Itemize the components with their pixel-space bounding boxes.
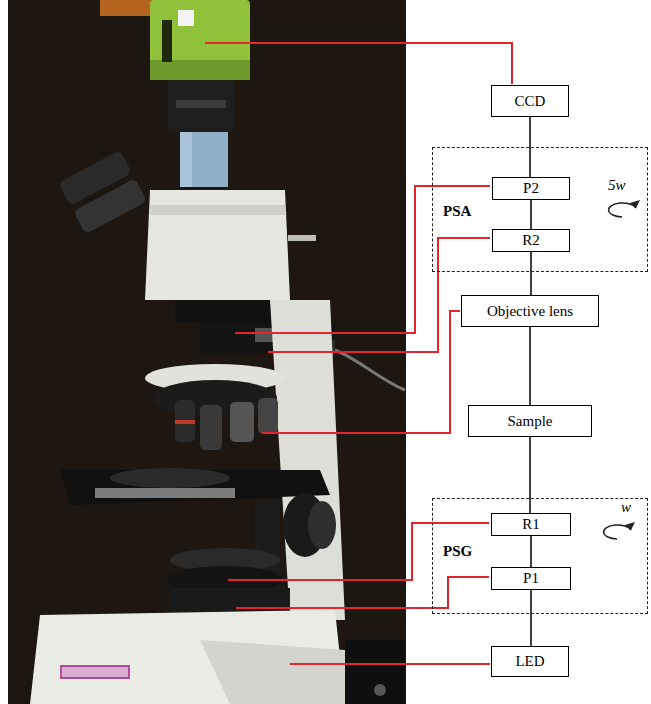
rotation-speed-label: 5w: [608, 177, 626, 194]
optical-path-line: [530, 252, 532, 295]
group-label: PSA: [443, 203, 471, 220]
box-label: CCD: [515, 93, 546, 110]
box-label: LED: [515, 653, 544, 670]
rotation-speed-label: w: [621, 499, 631, 516]
process-box: R1: [491, 513, 571, 536]
optical-path-line: [530, 590, 532, 646]
process-box: P1: [491, 567, 571, 590]
process-box: LED: [491, 646, 569, 677]
process-box: Sample: [468, 405, 592, 437]
group-label: PSG: [443, 543, 472, 560]
process-box: Objective lens: [461, 295, 599, 327]
process-box: R2: [492, 229, 570, 252]
box-label: P1: [523, 570, 539, 587]
process-box: CCD: [491, 85, 569, 117]
process-box: P2: [492, 177, 570, 200]
optical-path-line: [529, 437, 531, 513]
optical-path-line: [529, 327, 531, 405]
optical-path-line: [530, 200, 532, 229]
group-box: PSG R1P1: [432, 498, 648, 614]
box-label: P2: [523, 180, 539, 197]
box-label: R1: [522, 516, 540, 533]
group-box: PSA P2R2: [432, 147, 648, 272]
box-label: R2: [522, 232, 540, 249]
box-label: Sample: [508, 413, 553, 430]
optical-path-line: [530, 536, 532, 567]
box-label: Objective lens: [487, 303, 573, 320]
